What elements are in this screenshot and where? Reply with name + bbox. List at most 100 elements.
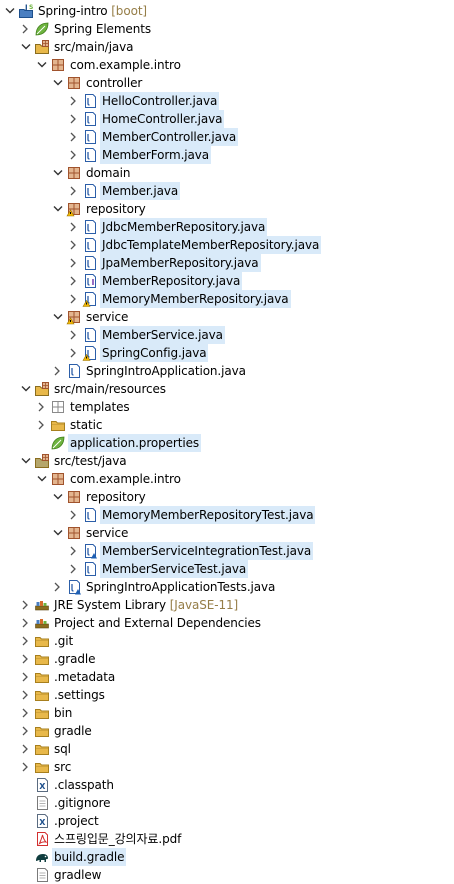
chevron-right-icon[interactable] [20, 686, 32, 704]
tree-item[interactable]: src [0, 758, 454, 776]
chevron-down-icon[interactable] [52, 164, 64, 182]
tree-item[interactable]: bin [0, 704, 454, 722]
chevron-right-icon[interactable] [20, 758, 32, 776]
tree-item[interactable]: MemoryMemberRepositoryTest.java [0, 506, 454, 524]
tree-item[interactable]: 스프링입문_강의자료.pdf [0, 830, 454, 848]
tree-item[interactable]: JdbcMemberRepository.java [0, 218, 454, 236]
chevron-down-icon[interactable] [52, 200, 64, 218]
tree-item[interactable]: .settings [0, 686, 454, 704]
chevron-right-icon[interactable] [68, 110, 80, 128]
chevron-right-icon[interactable] [68, 344, 80, 362]
tree-item-text: build.gradle [54, 850, 125, 864]
tree-item[interactable]: HomeController.java [0, 110, 454, 128]
tree-item[interactable]: com.example.intro [0, 56, 454, 74]
chevron-down-icon[interactable] [52, 308, 64, 326]
chevron-right-icon[interactable] [20, 596, 32, 614]
chevron-right-icon[interactable] [20, 650, 32, 668]
chevron-right-icon[interactable] [52, 362, 64, 380]
tree-item[interactable]: Member.java [0, 182, 454, 200]
tree-item[interactable]: com.example.intro [0, 470, 454, 488]
chevron-down-icon[interactable] [52, 488, 64, 506]
tree-item[interactable]: JpaMemberRepository.java [0, 254, 454, 272]
chevron-down-icon[interactable] [52, 74, 64, 92]
tree-item[interactable]: MemberForm.java [0, 146, 454, 164]
tree-item[interactable]: MemberController.java [0, 128, 454, 146]
chevron-down-icon[interactable] [20, 380, 32, 398]
tree-item[interactable]: Spring Elements [0, 20, 454, 38]
tree-item[interactable]: src/main/java [0, 38, 454, 56]
tree-item[interactable]: SpringIntroApplicationTests.java [0, 578, 454, 596]
tree-item[interactable]: HelloController.java [0, 92, 454, 110]
chevron-right-icon[interactable] [68, 146, 80, 164]
chevron-right-icon[interactable] [68, 182, 80, 200]
tree-item[interactable]: service [0, 524, 454, 542]
tree-item[interactable]: X.classpath [0, 776, 454, 794]
tree-item[interactable]: .metadata [0, 668, 454, 686]
chevron-down-icon[interactable] [20, 452, 32, 470]
folder-icon [34, 651, 50, 667]
chevron-right-icon[interactable] [68, 92, 80, 110]
tree-item-text: src/main/resources [54, 382, 166, 396]
tree-item[interactable]: gradlew [0, 866, 454, 884]
chevron-right-icon[interactable] [68, 326, 80, 344]
tree-item[interactable]: JdbcTemplateMemberRepository.java [0, 236, 454, 254]
chevron-right-icon[interactable] [20, 632, 32, 650]
chevron-right-icon[interactable] [68, 290, 80, 308]
tree-item[interactable]: repository [0, 200, 454, 218]
chevron-right-icon[interactable] [68, 506, 80, 524]
chevron-down-icon[interactable] [20, 38, 32, 56]
chevron-right-icon[interactable] [20, 722, 32, 740]
tree-item[interactable]: build.gradle [0, 848, 454, 866]
tree-item-text: domain [86, 166, 131, 180]
chevron-right-icon[interactable] [52, 578, 64, 596]
tree-item[interactable]: src/main/resources [0, 380, 454, 398]
tree-item[interactable]: .git [0, 632, 454, 650]
chevron-right-icon[interactable] [68, 560, 80, 578]
folder-icon [34, 669, 50, 685]
chevron-down-icon[interactable] [4, 2, 16, 20]
chevron-right-icon[interactable] [20, 740, 32, 758]
tree-item[interactable]: .gradle [0, 650, 454, 668]
java-file-icon [82, 219, 98, 235]
tree-item[interactable]: JRE System Library [JavaSE-11] [0, 596, 454, 614]
tree-item[interactable]: repository [0, 488, 454, 506]
tree-item[interactable]: application.properties [0, 434, 454, 452]
tree-item[interactable]: X.project [0, 812, 454, 830]
chevron-right-icon[interactable] [36, 398, 48, 416]
tree-item[interactable]: MemoryMemberRepository.java [0, 290, 454, 308]
tree-item[interactable]: MemberServiceIntegrationTest.java [0, 542, 454, 560]
chevron-right-icon[interactable] [20, 614, 32, 632]
chevron-right-icon[interactable] [68, 218, 80, 236]
chevron-right-icon[interactable] [36, 416, 48, 434]
tree-item[interactable]: MemberService.java [0, 326, 454, 344]
tree-item[interactable]: domain [0, 164, 454, 182]
chevron-down-icon[interactable] [52, 524, 64, 542]
tree-item-text: service [86, 310, 129, 324]
tree-item[interactable]: templates [0, 398, 454, 416]
tree-item[interactable]: gradle [0, 722, 454, 740]
chevron-right-icon[interactable] [20, 704, 32, 722]
tree-item[interactable]: src/test/java [0, 452, 454, 470]
tree-item[interactable]: sql [0, 740, 454, 758]
chevron-right-icon[interactable] [20, 20, 32, 38]
tree-item[interactable]: static [0, 416, 454, 434]
tree-item-text: SpringConfig.java [102, 346, 207, 360]
chevron-right-icon[interactable] [68, 254, 80, 272]
tree-item[interactable]: SpringIntroApplication.java [0, 362, 454, 380]
tree-item[interactable]: service [0, 308, 454, 326]
chevron-right-icon[interactable] [68, 542, 80, 560]
chevron-down-icon[interactable] [36, 56, 48, 74]
chevron-right-icon[interactable] [20, 668, 32, 686]
tree-item[interactable]: SpringConfig.java [0, 344, 454, 362]
tree-item[interactable]: controller [0, 74, 454, 92]
tree-item-text: static [70, 418, 103, 432]
tree-item[interactable]: Project and External Dependencies [0, 614, 454, 632]
chevron-right-icon[interactable] [68, 236, 80, 254]
tree-item[interactable]: .gitignore [0, 794, 454, 812]
chevron-right-icon[interactable] [68, 272, 80, 290]
chevron-down-icon[interactable] [36, 470, 48, 488]
chevron-right-icon[interactable] [68, 128, 80, 146]
tree-item[interactable]: MemberServiceTest.java [0, 560, 454, 578]
